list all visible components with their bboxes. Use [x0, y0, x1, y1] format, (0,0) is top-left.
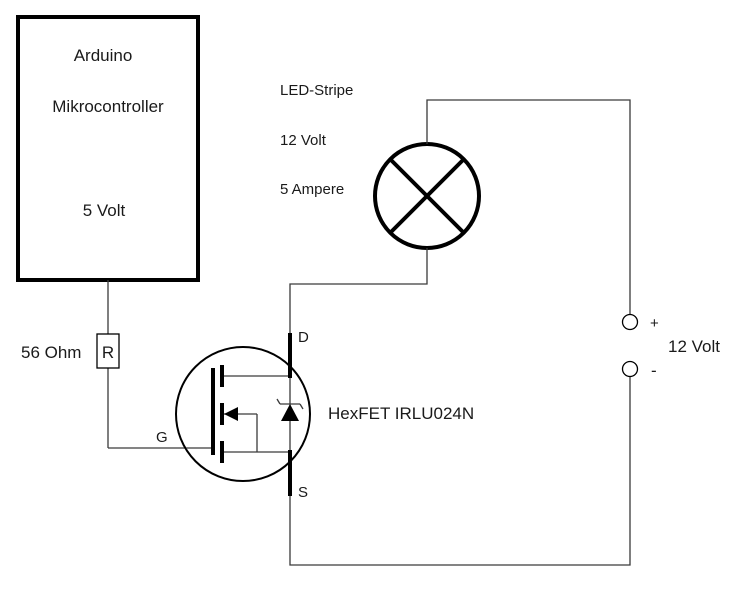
- plus-terminal: [621, 313, 639, 331]
- drain-label: D: [298, 329, 309, 346]
- supply-voltage: 12 Volt: [668, 337, 720, 356]
- minus-sign: -: [651, 361, 657, 380]
- led-voltage: 12 Volt: [280, 132, 327, 149]
- supply-terminals: + - 12 Volt: [621, 313, 720, 380]
- led-current: 5 Ampere: [280, 181, 344, 198]
- mosfet-symbol: [175, 333, 311, 496]
- resistor-value: 56 Ohm: [21, 343, 81, 362]
- arduino-title: Arduino: [74, 46, 133, 65]
- mosfet-name: HexFET IRLU024N: [328, 404, 474, 423]
- arduino-block: Arduino Mikrocontroller 5 Volt: [16, 15, 200, 282]
- arduino-voltage: 5 Volt: [83, 201, 126, 220]
- arduino-subtitle: Mikrocontroller: [52, 97, 164, 116]
- gate-wire: [107, 280, 186, 449]
- resistor: R 56 Ohm: [21, 333, 120, 369]
- lamp-symbol: [373, 142, 481, 250]
- resistor-symbol: R: [102, 343, 114, 362]
- power-wires: [289, 99, 631, 566]
- led-title: LED-Stripe: [280, 82, 353, 99]
- plus-sign: +: [650, 315, 659, 332]
- source-label: S: [298, 484, 308, 501]
- gate-label: G: [156, 429, 168, 446]
- minus-terminal: [621, 360, 639, 378]
